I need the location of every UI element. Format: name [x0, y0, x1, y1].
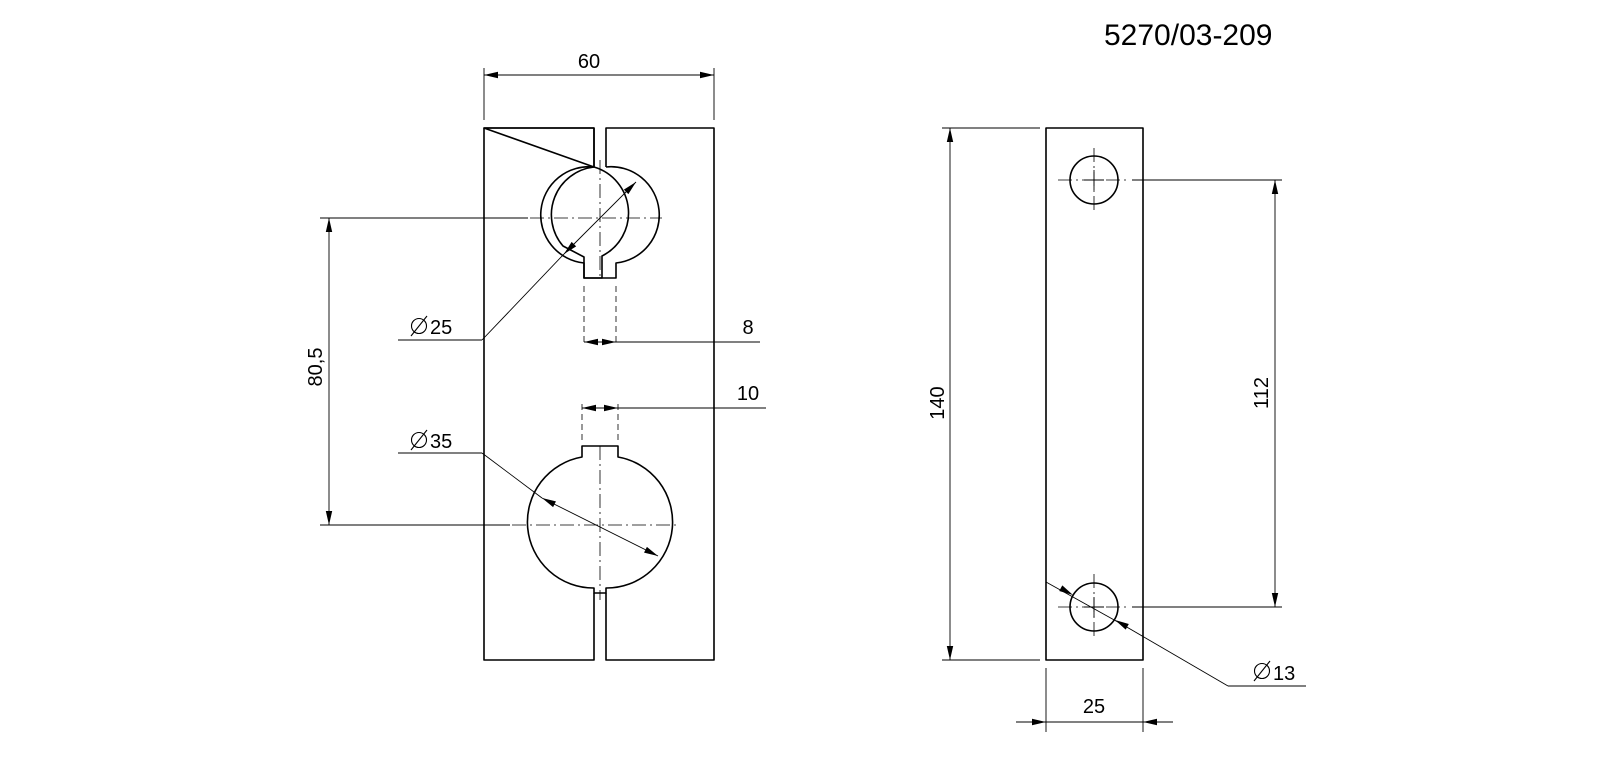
- lower-bore-diameter-line: [541, 497, 659, 557]
- thickness-dimension-label: 25: [1083, 696, 1105, 718]
- arrowhead: [540, 495, 556, 508]
- arrowhead: [1143, 718, 1157, 726]
- arrowhead: [700, 71, 714, 79]
- center-distance-dimension-label: 80,5: [305, 348, 327, 387]
- lower-bore-diameter-label: 35: [430, 431, 452, 453]
- height-dimension-label: 140: [927, 386, 949, 419]
- arrowhead: [584, 338, 598, 346]
- drawing-number: 5270/03-209: [1104, 19, 1273, 52]
- lower-bore-leader-line: [481, 452, 543, 499]
- upper-bore-leader-line: [481, 253, 565, 341]
- diameter-symbol-icon: [1253, 660, 1271, 682]
- arrowhead: [1271, 593, 1279, 607]
- upper-bore-diameter-line: [563, 181, 637, 255]
- side-view-outline: [1045, 127, 1144, 661]
- lower-bore-outline: [526, 445, 674, 594]
- arrowhead: [644, 546, 660, 559]
- front-view-left-half: [483, 127, 630, 279]
- arrowhead: [1032, 718, 1046, 726]
- lower-keyway-dimension-label: 10: [737, 383, 759, 405]
- arrowhead: [325, 218, 333, 232]
- front-view-outline-right: [605, 127, 715, 661]
- upper-keyway-dimension-label: 8: [742, 317, 753, 339]
- arrowhead: [946, 128, 954, 142]
- arrowhead: [602, 338, 616, 346]
- hole-diameter-label: 13: [1273, 663, 1295, 685]
- hole-spacing-dimension-label: 112: [1251, 377, 1273, 409]
- front-view: 60 80,5 25 8 10: [305, 51, 766, 661]
- arrowhead: [582, 404, 596, 412]
- arrowhead: [1113, 617, 1129, 630]
- upper-bore-outline: [539, 165, 661, 279]
- hole-diameter-leader-line: [1124, 625, 1229, 687]
- arrowhead: [484, 71, 498, 79]
- arrowhead: [604, 404, 618, 412]
- arrowhead: [946, 646, 954, 660]
- width-dimension-label: 60: [578, 51, 600, 73]
- arrowhead: [325, 511, 333, 525]
- diameter-symbol-icon: [410, 315, 428, 337]
- side-view: 140 112 13 25: [927, 127, 1306, 732]
- arrowhead: [1271, 180, 1279, 194]
- hole-diameter-leader-line: [1045, 581, 1126, 627]
- upper-bore-diameter-label: 25: [430, 317, 452, 339]
- front-view-outline-left: [483, 127, 595, 661]
- diameter-symbol-icon: [410, 429, 428, 451]
